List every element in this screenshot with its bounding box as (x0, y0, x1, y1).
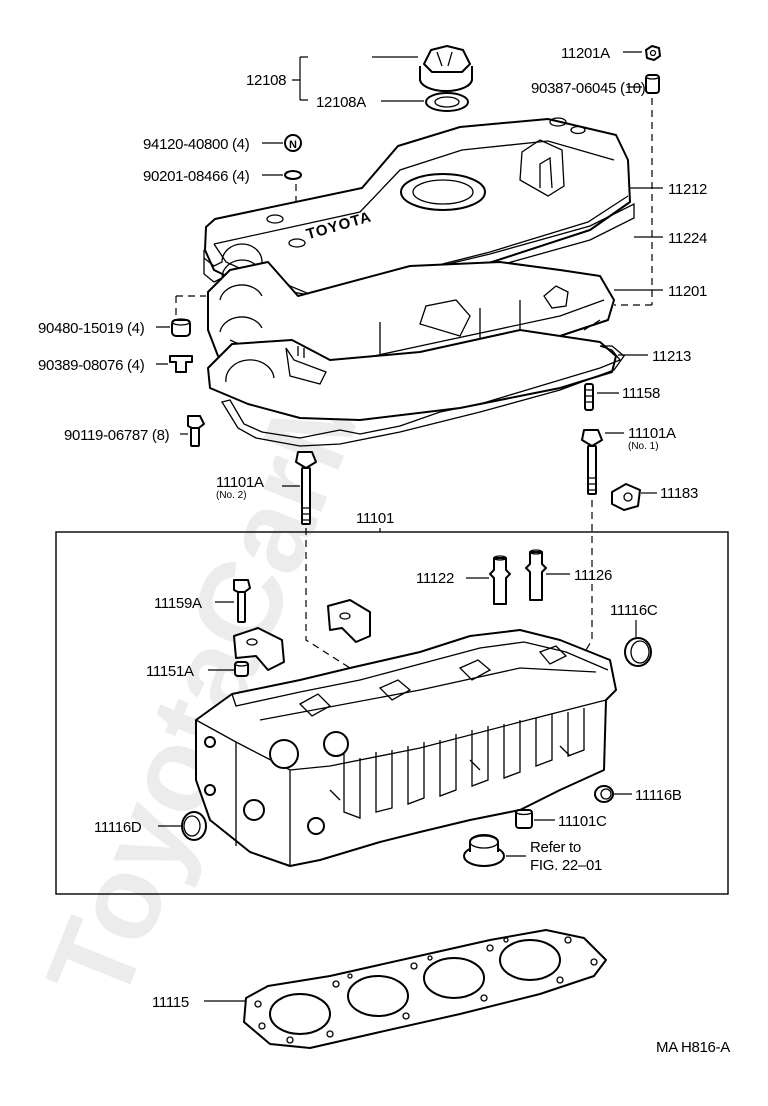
nut-11201A[interactable] (645, 45, 661, 61)
head-bolt-11101A-no2[interactable] (295, 451, 317, 525)
label-11115: 11115 (152, 994, 189, 1011)
label-11183: 11183 (660, 485, 698, 502)
camshaft-bearing-cap-upper[interactable] (327, 599, 371, 643)
valve-guide-11122[interactable] (489, 555, 511, 605)
label-90389: 90389-08076 (4) (38, 357, 145, 374)
refer-figure-text: FIG. 22–01 (530, 857, 602, 874)
pin-11151A[interactable] (234, 661, 249, 677)
plug-11116D[interactable] (181, 811, 207, 841)
label-11101A-no1-sub: (No. 1) (628, 441, 659, 452)
label-90387: 90387-06045 (10) (531, 80, 646, 97)
grommet-90480-15019[interactable] (171, 318, 191, 337)
nut-n-mark: N (289, 139, 297, 151)
bushing-90387-06045[interactable] (645, 74, 660, 94)
label-11126: 11126 (574, 567, 612, 584)
label-94120: 94120-40800 (4) (143, 136, 250, 153)
label-90119: 90119-06787 (8) (64, 427, 170, 444)
plug-11183[interactable] (611, 483, 641, 511)
bolt-90119-06787[interactable] (187, 415, 205, 447)
label-11101A-no1: 11101A (628, 425, 676, 442)
label-90480: 90480-15019 (4) (38, 320, 145, 337)
label-12108: 12108 (246, 72, 286, 89)
label-11213: 11213 (652, 348, 691, 365)
label-11159A: 11159A (154, 595, 202, 612)
reference-part-fig-22-01[interactable] (463, 834, 505, 867)
camshaft-bearing-cap-lower[interactable] (233, 627, 285, 671)
plug-11116C[interactable] (624, 637, 652, 667)
label-11158: 11158 (622, 385, 660, 402)
bolt-11159A[interactable] (233, 579, 251, 623)
figure-code: MA H816-A (656, 1039, 730, 1056)
refer-to-text: Refer to (530, 839, 581, 856)
camshaft-bearing-cap-assembly[interactable] (207, 329, 617, 421)
label-11116B: 11116B (635, 787, 682, 804)
camshaft-housing-gasket-11213[interactable] (220, 345, 625, 447)
cylinder-head-gasket-11115[interactable] (243, 929, 607, 1049)
label-11116C: 11116C (610, 602, 658, 619)
oil-filler-cap-12108[interactable] (419, 45, 473, 92)
plug-11116B[interactable] (594, 785, 614, 803)
label-11201A-nut: 11201A (561, 45, 610, 62)
valve-guide-11126[interactable] (525, 549, 547, 601)
label-11122: 11122 (416, 570, 454, 587)
bushing-90389-08076[interactable] (169, 355, 193, 373)
label-12108A: 12108A (316, 94, 366, 111)
label-11201: 11201 (668, 283, 707, 300)
cylinder-head-cover-11212[interactable]: TOYOTA (204, 117, 631, 309)
label-11212: 11212 (668, 181, 707, 198)
head-bolt-11101A-no1[interactable] (581, 429, 603, 495)
cylinder-head-11101[interactable] (195, 629, 617, 867)
label-11224: 11224 (668, 230, 707, 247)
stud-bolt-11158[interactable] (584, 383, 594, 411)
cover-gasket-11224[interactable] (203, 202, 635, 311)
label-90201: 90201-08466 (4) (143, 168, 250, 185)
label-11151A: 11151A (146, 663, 194, 680)
nut-94120-40800[interactable]: N (284, 134, 302, 152)
label-11101A-no2-sub: (No. 2) (216, 490, 247, 501)
dowel-11101C[interactable] (515, 808, 533, 829)
label-11101: 11101 (356, 510, 394, 527)
label-11101A-no2: 11101A (216, 474, 264, 491)
cylinder-head-subassembly-frame (55, 531, 729, 895)
label-11101C: 11101C (558, 813, 607, 830)
washer-90201-08466[interactable] (284, 170, 302, 180)
oil-filler-cap-gasket-12108A[interactable] (425, 92, 469, 112)
label-11116D: 11116D (94, 819, 142, 836)
